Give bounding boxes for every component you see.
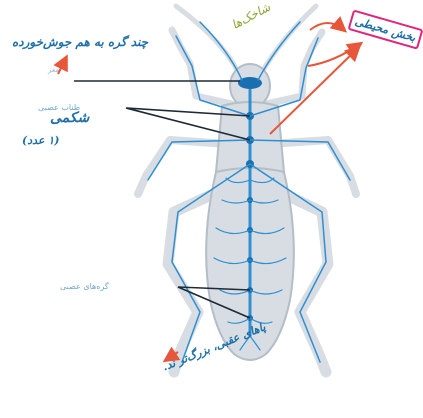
brain-label: مغز: [48, 67, 59, 74]
peripheral-arrow: [270, 48, 358, 134]
count-label: (۱ عدد): [22, 135, 59, 146]
left-front-leg: [172, 30, 232, 104]
ganglia-label: گره‌های عصبی: [60, 283, 109, 291]
antenna-annotation-arrow: [310, 23, 344, 30]
right-front-leg: [266, 32, 322, 104]
fused-ganglia-arrow: [58, 58, 66, 74]
abdominal-label: شکمی: [50, 111, 89, 125]
fused-ganglia-label: چند گره به هم جوش‌خورده: [12, 36, 148, 48]
